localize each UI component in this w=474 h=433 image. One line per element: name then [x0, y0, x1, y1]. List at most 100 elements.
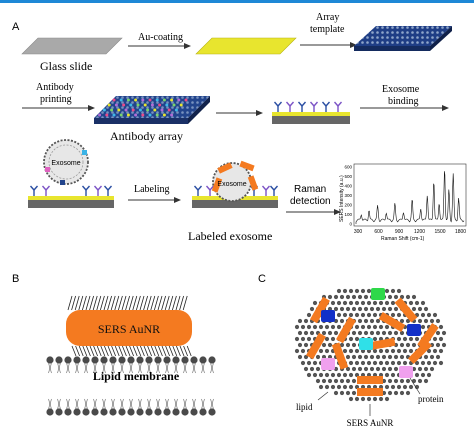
lipid-dot: [438, 336, 444, 342]
lipid-dot: [345, 354, 351, 360]
lipid-tail: [104, 362, 106, 374]
lipid-dot: [366, 288, 372, 294]
lipid-dot: [312, 372, 318, 378]
lipid-dot: [393, 366, 399, 372]
lipid-tail: [111, 398, 113, 410]
lipid-tail: [95, 362, 97, 374]
lipid-dot: [336, 384, 342, 390]
lipid-dot: [387, 294, 393, 300]
lipid-dot: [372, 348, 378, 354]
lipid-head: [82, 408, 90, 416]
lipid-dot: [414, 300, 420, 306]
lipid-tail: [102, 398, 104, 410]
lipid-tail: [111, 362, 113, 374]
lipid-dot: [393, 390, 399, 396]
lipid-dot: [297, 330, 303, 336]
lipid-dot: [363, 354, 369, 360]
ligand-strand: [82, 295, 87, 311]
lipid-head: [91, 408, 99, 416]
lipid-dot: [315, 378, 321, 384]
lipid-dot: [381, 354, 387, 360]
ligand-strand: [100, 345, 106, 357]
lipid-dot: [429, 354, 435, 360]
lipid-dot: [348, 372, 354, 378]
lipid-dot: [420, 324, 426, 330]
lipid-dot: [357, 330, 363, 336]
array-spot: [98, 113, 102, 117]
lipid-dot: [306, 360, 312, 366]
antibody-icon: [261, 185, 271, 196]
lipid-dot: [426, 312, 432, 318]
array-spot: [107, 103, 111, 107]
lipid-dot: [390, 300, 396, 306]
lipid-dot: [333, 306, 339, 312]
lipid-dot: [342, 372, 348, 378]
lipid-dot: [417, 366, 423, 372]
lipid-dot: [420, 312, 426, 318]
lipid-tail: [149, 362, 151, 374]
lipid-dot: [396, 384, 402, 390]
ligand-strand: [140, 345, 145, 357]
exosome-label: Exosome: [51, 160, 80, 167]
lipid-dot: [354, 312, 360, 318]
lipid-dot: [414, 360, 420, 366]
lipid-dot: [366, 360, 372, 366]
lipid-head: [136, 408, 144, 416]
lipid-tail: [201, 362, 203, 374]
ligand-strand: [85, 295, 91, 311]
array-spot: [162, 113, 166, 117]
lipid-dot: [354, 300, 360, 306]
lipid-head: [181, 356, 189, 364]
lipid-head: [100, 408, 108, 416]
aunr-rod: [394, 297, 418, 323]
lipid-dot: [300, 348, 306, 354]
lipid-tail: [95, 398, 97, 410]
protein-marker: [407, 324, 421, 336]
lipid-dot: [348, 288, 354, 294]
lipid-tail: [68, 362, 70, 374]
lipid-dot: [384, 324, 390, 330]
ligand-strand: [125, 295, 130, 311]
array-spot: [114, 103, 118, 107]
antibody-icon: [29, 185, 39, 196]
lipid-dot: [363, 330, 369, 336]
ligand-strand: [128, 295, 134, 311]
lipid-dot: [405, 390, 411, 396]
ligand-strand: [168, 295, 174, 311]
ligand-strand: [121, 295, 127, 311]
array-spot: [150, 103, 154, 107]
panel-b-illustration: SERS AuNR Lipid membrane: [46, 295, 216, 416]
lipid-dot: [303, 354, 309, 360]
lipid-dot: [399, 342, 405, 348]
lipid-dot: [351, 390, 357, 396]
lipid-dot: [345, 342, 351, 348]
lipid-dot: [363, 318, 369, 324]
antibody-array-label: Antibody array: [110, 129, 183, 143]
array-spot: [148, 113, 152, 117]
lipid-dot: [372, 300, 378, 306]
ligand-strand: [183, 345, 188, 357]
lipid-dot: [411, 306, 417, 312]
lipid-dot: [396, 348, 402, 354]
array-spot: [141, 113, 145, 117]
lipid-tail: [75, 362, 77, 374]
ligand-strand: [150, 345, 156, 357]
lipid-dot: [354, 396, 360, 402]
lipid-dot: [432, 348, 438, 354]
lipid-tail: [140, 398, 142, 410]
lipid-tail: [131, 362, 133, 374]
lipid-head: [46, 408, 54, 416]
ligand-strand: [179, 295, 184, 311]
array-spot: [126, 113, 130, 117]
ligand-strand: [161, 345, 167, 357]
lipid-dot: [309, 306, 315, 312]
lipid-dot: [420, 360, 426, 366]
lipid-dot: [435, 354, 441, 360]
panel-label-c: C: [258, 273, 266, 285]
lipid-tail: [183, 398, 185, 410]
lipid-dot: [417, 318, 423, 324]
lipid-dot: [315, 366, 321, 372]
array-spot: [110, 108, 114, 112]
array-spot: [146, 108, 150, 112]
lipid-tail: [174, 362, 176, 374]
